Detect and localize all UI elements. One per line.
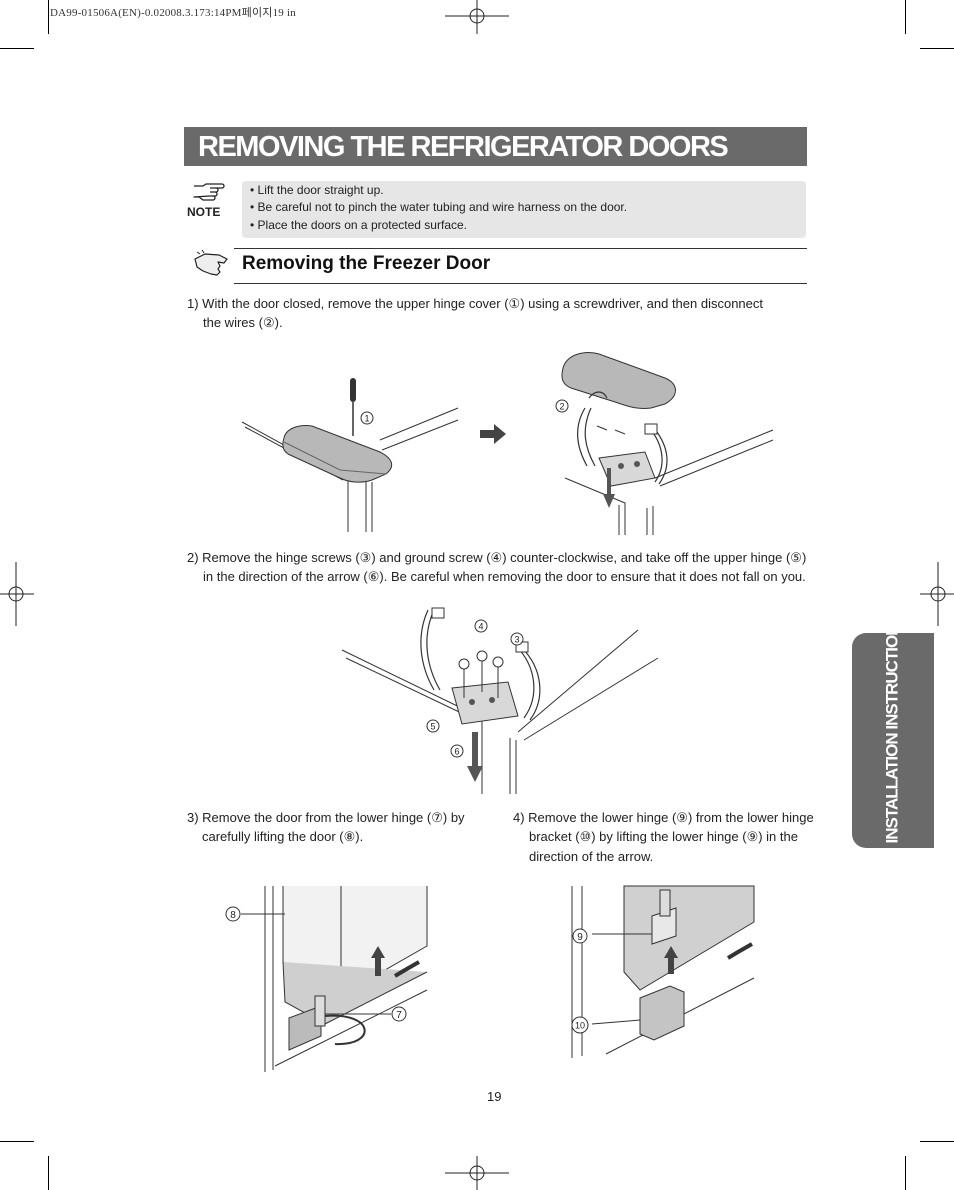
registration-mark-icon	[445, 0, 509, 34]
upper-hinge-cover-illustration	[241, 378, 459, 532]
disconnect-wires-illustration	[561, 352, 774, 535]
note-hand-icon	[193, 183, 225, 201]
callout-1: 1	[364, 414, 369, 424]
callout-9: 9	[577, 932, 583, 943]
registration-mark-icon	[920, 562, 954, 626]
callout-8: 8	[230, 910, 236, 921]
note-box: • Lift the door straight up. • Be carefu…	[242, 181, 806, 238]
crop-mark	[0, 48, 34, 49]
callout-6: 6	[454, 747, 459, 757]
registration-mark-icon	[445, 1156, 509, 1190]
note-item: • Lift the door straight up.	[250, 183, 384, 197]
callout-circle: 4	[474, 619, 488, 633]
section-rule	[234, 248, 807, 249]
side-tab-label: INSTALLATION INSTRUCTIONS	[882, 614, 902, 844]
step-3-text: carefully lifting the door (⑧).	[202, 829, 364, 844]
page-number: 19	[487, 1089, 502, 1104]
note-label: NOTE	[187, 205, 221, 219]
section-rule	[234, 283, 807, 284]
registration-mark-icon	[0, 562, 34, 626]
crop-mark	[48, 0, 49, 34]
step-2-text: in the direction of the arrow (⑥). Be ca…	[203, 569, 806, 584]
crop-mark	[920, 1141, 954, 1142]
step-2-text: 2) Remove the hinge screws (③) and groun…	[187, 550, 807, 565]
installation-instructions-tab: INSTALLATION INSTRUCTIONS	[852, 614, 934, 848]
step-1-text: 1) With the door closed, remove the uppe…	[187, 296, 764, 311]
step-4-text: bracket (⑩) by lifting the lower hinge (…	[529, 829, 798, 844]
step-4-text: 4) Remove the lower hinge (⑨) from the l…	[513, 810, 814, 825]
page-title-bar: REMOVING THE REFRIGERATOR DOORS	[184, 127, 807, 166]
right-arrow-icon	[480, 424, 506, 444]
callout-circle: 6	[450, 744, 464, 758]
lower-hinge-bracket-illustration	[571, 885, 755, 1058]
callout-circle: 3	[510, 632, 524, 646]
callout-3: 3	[514, 635, 519, 645]
callout-circle: 7	[391, 1006, 407, 1022]
lower-hinge-door-illustration	[241, 886, 428, 1072]
crop-mark	[905, 1156, 906, 1190]
callout-2: 2	[559, 402, 564, 412]
crop-mark	[48, 1156, 49, 1190]
callout-5: 5	[430, 722, 435, 732]
step-3-text: 3) Remove the door from the lower hinge …	[187, 810, 465, 825]
callout-circle: 9	[572, 928, 588, 944]
callout-circle: 2	[555, 399, 569, 413]
callout-circle: 8	[225, 906, 241, 922]
section-hand-icon	[194, 249, 228, 276]
note-item: • Be careful not to pinch the water tubi…	[250, 200, 628, 214]
note-item: • Place the doors on a protected surface…	[250, 218, 467, 232]
callout-circle: 10	[571, 1016, 589, 1034]
section-title: Removing the Freezer Door	[242, 253, 491, 274]
file-header: DA99-01506A(EN)-0.02008.3.173:14PM페이지19 …	[50, 7, 296, 19]
callout-10: 10	[575, 1021, 585, 1031]
callout-4: 4	[478, 622, 483, 632]
callout-7: 7	[396, 1010, 402, 1021]
step-4-text: direction of the arrow.	[529, 849, 654, 864]
callout-circle: 5	[426, 719, 440, 733]
crop-mark	[920, 48, 954, 49]
crop-mark	[905, 0, 906, 34]
crop-mark	[0, 1141, 34, 1142]
page-title: REMOVING THE REFRIGERATOR DOORS	[198, 131, 729, 163]
callout-circle: 1	[360, 411, 374, 425]
hinge-screws-illustration	[341, 607, 659, 794]
step-1-text: the wires (②).	[203, 315, 283, 330]
